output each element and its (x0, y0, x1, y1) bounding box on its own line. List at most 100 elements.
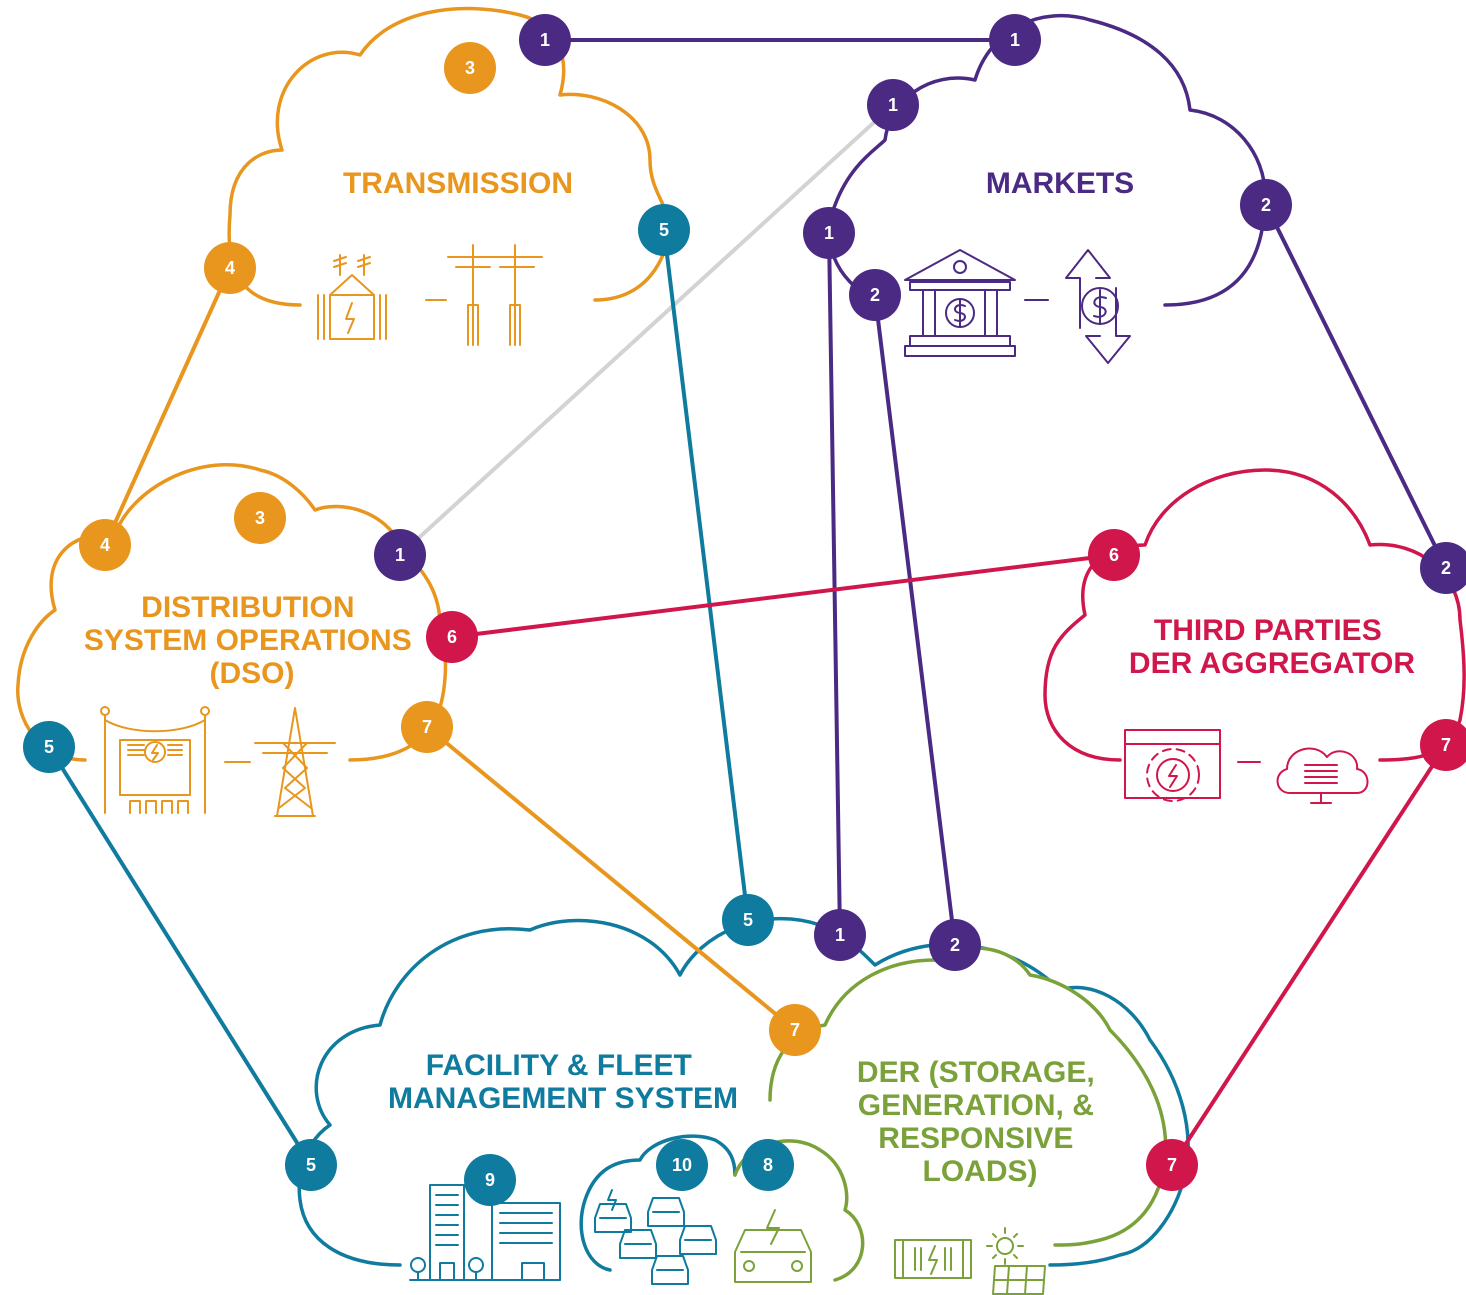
badge-circle (519, 14, 571, 66)
badge-circle (722, 894, 774, 946)
badge-number: 7 (790, 1020, 800, 1040)
link-teal-5-left (47, 745, 313, 1167)
badge-number: 3 (255, 508, 265, 528)
badge-circle (1420, 542, 1466, 594)
badge-m2b: 2 (1240, 179, 1292, 231)
badge-f2: 2 (929, 919, 981, 971)
badge-t3: 3 (444, 42, 496, 94)
link-purple-2-right (1264, 203, 1448, 570)
badge-number: 2 (950, 935, 960, 955)
badge-circle (1146, 1139, 1198, 1191)
badge-m1a: 1 (989, 14, 1041, 66)
der-cloud (768, 946, 1168, 1247)
third-parties-cloud (1043, 468, 1466, 762)
buildings-icon (409, 1184, 561, 1281)
distribution-substation-icon (100, 706, 210, 814)
badge-t1: 1 (519, 14, 571, 66)
third-parties-title: THIRD PARTIES DER AGGREGATOR (1129, 614, 1415, 680)
badge-circle (867, 79, 919, 131)
badge-d5: 5 (23, 721, 75, 773)
badge-f5left: 5 (285, 1139, 337, 1191)
badge-number: 2 (1441, 558, 1451, 578)
badge-d4: 4 (79, 519, 131, 571)
badge-number: 5 (659, 220, 669, 240)
badge-number: 10 (672, 1155, 692, 1175)
badge-circle (742, 1139, 794, 1191)
badge-circle (1420, 719, 1466, 771)
badge-d1: 1 (374, 529, 426, 581)
badge-circle (814, 909, 866, 961)
badge-number: 1 (395, 545, 405, 565)
link-gray-dso-markets (398, 103, 895, 557)
battery-storage-icon (894, 1239, 972, 1279)
transmission-pole-icon (447, 244, 543, 346)
pylon-icon (254, 707, 336, 817)
badge-number: 1 (835, 925, 845, 945)
badge-d6: 6 (426, 611, 478, 663)
badge-circle (79, 519, 131, 571)
link-crimson-7-right (1170, 743, 1448, 1167)
ev-fleet-icon (594, 1189, 717, 1285)
badge-number: 5 (44, 737, 54, 757)
ev-car-icon (734, 1209, 812, 1283)
solar-panel-icon (986, 1227, 1046, 1295)
badge-d3: 3 (234, 492, 286, 544)
badge-number: 9 (485, 1170, 495, 1190)
badge-f7: 7 (769, 1004, 821, 1056)
badge-circle (1240, 179, 1292, 231)
gear-software-icon (1124, 729, 1221, 802)
badge-circle (989, 14, 1041, 66)
badge-circle (1088, 529, 1140, 581)
badge-circle (401, 701, 453, 753)
badge-number: 6 (1109, 545, 1119, 565)
badge-m1c: 1 (803, 207, 855, 259)
badge-f9: 9 (464, 1154, 516, 1206)
badge-f10: 10 (656, 1139, 708, 1191)
der-title: DER (STORAGE, GENERATION, & RESPONSIVE L… (857, 1056, 1103, 1188)
link-teal-5-transmission (662, 228, 750, 922)
badge-number: 8 (763, 1155, 773, 1175)
badge-circle (234, 492, 286, 544)
badge-number: 6 (447, 627, 457, 647)
badge-tp6: 6 (1088, 529, 1140, 581)
badge-number: 2 (870, 285, 880, 305)
badge-circle (769, 1004, 821, 1056)
badge-number: 5 (306, 1155, 316, 1175)
badge-number: 7 (422, 717, 432, 737)
link-purple-2-vertical (873, 293, 957, 947)
badge-circle (849, 269, 901, 321)
badge-circle (464, 1154, 516, 1206)
badge-circle (23, 721, 75, 773)
badge-number: 3 (465, 58, 475, 78)
markets-cloud (827, 14, 1267, 307)
badge-circle (426, 611, 478, 663)
badge-circle (204, 242, 256, 294)
markets-title: MARKETS (986, 167, 1134, 200)
badge-number: 2 (1261, 195, 1271, 215)
facility-title: FACILITY & FLEET MANAGEMENT SYSTEM (388, 1049, 738, 1115)
badge-der7: 7 (1146, 1139, 1198, 1191)
badge-circle (929, 919, 981, 971)
badge-number: 1 (824, 223, 834, 243)
badge-number: 7 (1167, 1155, 1177, 1175)
bank-icon (904, 249, 1016, 357)
link-orange-7 (425, 725, 797, 1032)
badge-number: 5 (743, 910, 753, 930)
badge-m1b: 1 (867, 79, 919, 131)
badge-circle (656, 1139, 708, 1191)
badge-tp7: 7 (1420, 719, 1466, 771)
badge-number: 7 (1441, 735, 1451, 755)
badge-circle (374, 529, 426, 581)
dso-title: DISTRIBUTION SYSTEM OPERATIONS (DSO) (84, 591, 420, 690)
badge-number: 1 (1010, 30, 1020, 50)
cloud-server-icon (1276, 747, 1369, 804)
transmission-cloud (227, 6, 671, 307)
badge-f5top: 5 (722, 894, 774, 946)
badge-d7: 7 (401, 701, 453, 753)
badge-number: 1 (888, 95, 898, 115)
badge-number: 4 (100, 535, 110, 555)
badge-t4: 4 (204, 242, 256, 294)
badge-circle (638, 204, 690, 256)
substation-icon (317, 254, 387, 340)
